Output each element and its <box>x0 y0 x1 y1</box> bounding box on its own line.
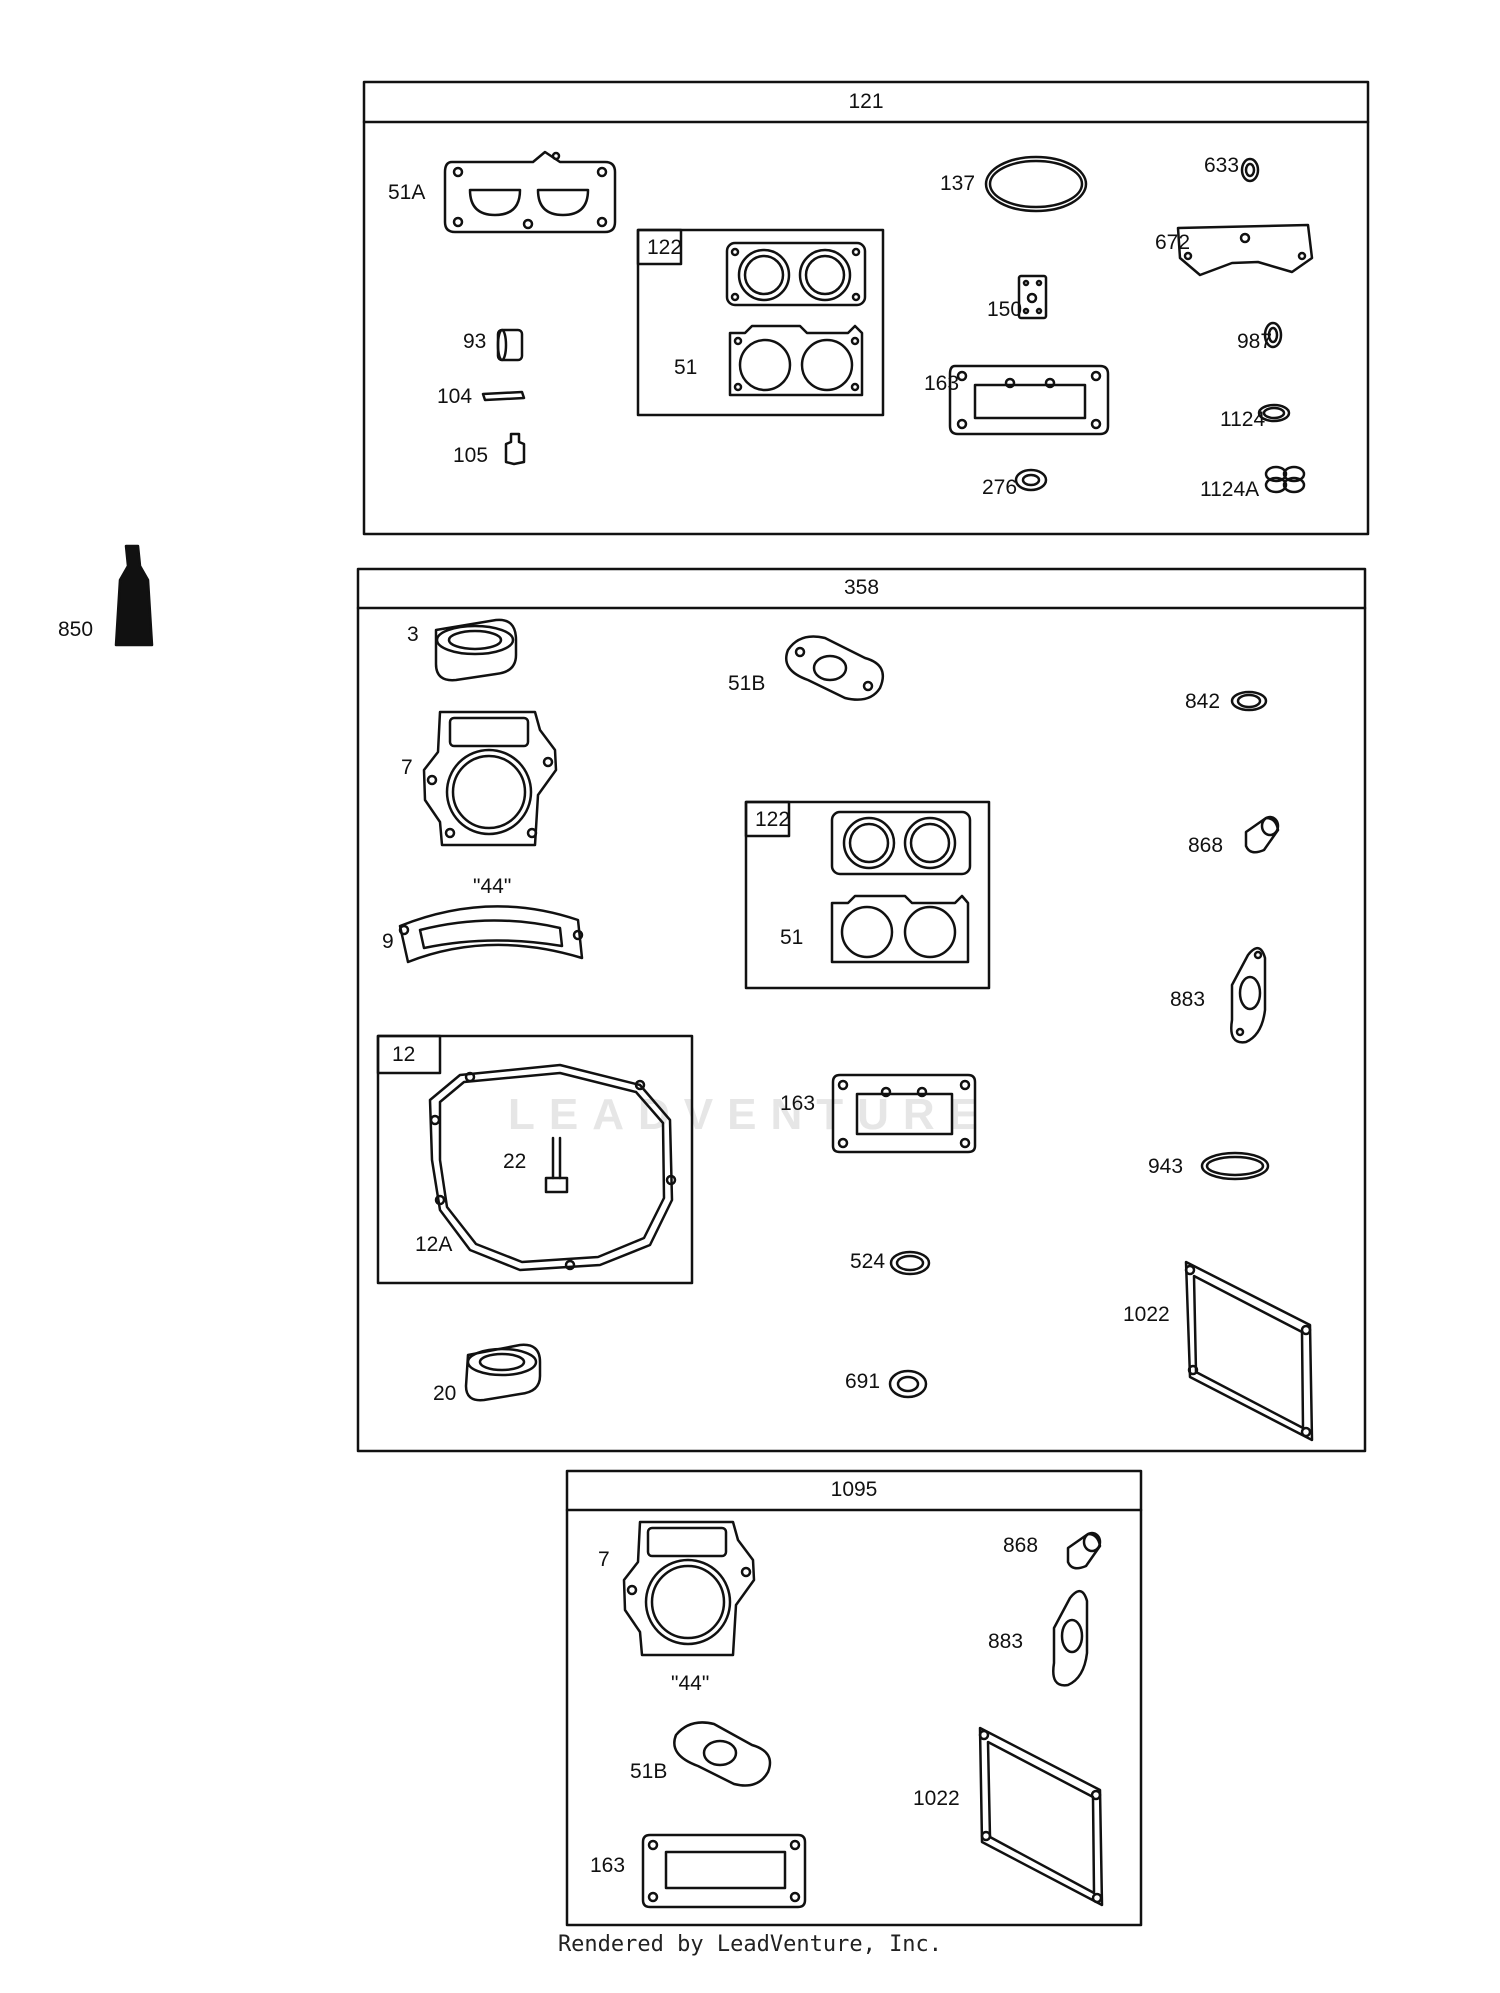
oring-524-drawing <box>889 1250 931 1276</box>
washer-987-drawing <box>1263 321 1283 349</box>
label-987: 987 <box>1237 330 1273 353</box>
subkit-box-12 <box>376 1034 694 1285</box>
gasket-150-drawing <box>1017 274 1048 320</box>
label-524: 524 <box>850 1250 886 1273</box>
label-51-upper: 51 <box>674 356 698 379</box>
label-51A: 51A <box>388 181 426 204</box>
label-868-upper: 868 <box>1188 834 1224 857</box>
subkit-122-mid-title: 122 <box>755 808 791 831</box>
kit-358-title: 358 <box>843 576 880 599</box>
label-868-lower: 868 <box>1003 1534 1039 1557</box>
oring-1124-drawing <box>1257 403 1291 423</box>
fitting-105-drawing <box>504 432 526 466</box>
label-842: 842 <box>1185 690 1221 713</box>
gasket-51B-upper-drawing <box>785 635 885 701</box>
gasket-122-mid-drawing <box>830 810 972 876</box>
label-1124: 1124 <box>1220 408 1266 431</box>
sealant-tube-850-drawing <box>114 544 154 647</box>
label-93: 93 <box>463 330 487 353</box>
label-51-mid: 51 <box>780 926 804 949</box>
gasket-1022-lower-drawing <box>978 1726 1104 1907</box>
label-276: 276 <box>982 476 1018 499</box>
label-12A: 12A <box>415 1233 453 1256</box>
label-1022-upper: 1022 <box>1123 1303 1170 1326</box>
gasket-163-lower-drawing <box>641 1833 807 1909</box>
washer-691-drawing <box>888 1369 928 1399</box>
gasket-1022-upper-drawing <box>1184 1260 1314 1442</box>
kit-box-358 <box>356 567 1367 1453</box>
washer-276-drawing <box>1014 468 1048 492</box>
label-9: 9 <box>382 930 394 953</box>
gasket-51A-drawing <box>443 150 617 234</box>
gasket-9-drawing <box>398 905 584 964</box>
gasket-883-lower-drawing <box>1052 1590 1089 1687</box>
label-691: 691 <box>845 1370 881 1393</box>
label-104: 104 <box>437 385 473 408</box>
subkit-12-title: 12 <box>392 1043 416 1066</box>
gasket-672-drawing <box>1176 223 1314 277</box>
marking-44-upper: "44" <box>473 875 512 898</box>
label-105: 105 <box>453 444 489 467</box>
label-163-lower: 163 <box>590 1854 626 1877</box>
washer-633-drawing <box>1240 157 1260 183</box>
subkit-box-122-mid <box>744 800 991 990</box>
seal-868-lower-drawing <box>1066 1531 1102 1570</box>
gasket-51B-lower-drawing <box>673 1721 772 1787</box>
label-1022-lower: 1022 <box>913 1787 960 1810</box>
label-7-upper: 7 <box>401 756 413 779</box>
kit-121-title: 121 <box>848 90 884 113</box>
spacer-93-drawing <box>496 328 524 362</box>
gasket-51-mid-drawing <box>830 894 970 964</box>
gasket-12A-drawing <box>428 1063 677 1272</box>
subkit-122-top-title: 122 <box>647 236 683 259</box>
label-850: 850 <box>58 618 94 641</box>
seal-868-upper-drawing <box>1244 815 1280 854</box>
gasket-163-mid-drawing <box>831 1073 977 1154</box>
footer-credit: Rendered by LeadVenture, Inc. <box>557 1932 943 1957</box>
label-51B-upper: 51B <box>728 672 766 695</box>
label-163-upper: 163 <box>924 372 960 395</box>
label-150: 150 <box>987 298 1023 321</box>
subkit-box-122-top <box>636 228 885 417</box>
oring-842-drawing <box>1230 690 1268 712</box>
label-20: 20 <box>433 1382 457 1405</box>
head-gasket-7-lower-drawing <box>622 1520 756 1657</box>
seal-1124A-drawing <box>1264 465 1306 494</box>
label-943: 943 <box>1148 1155 1184 1178</box>
head-gasket-7-upper-drawing <box>422 710 558 847</box>
label-672: 672 <box>1155 231 1191 254</box>
label-137: 137 <box>940 172 976 195</box>
label-883-upper: 883 <box>1170 988 1206 1011</box>
label-22: 22 <box>503 1150 527 1173</box>
bolt-22-drawing <box>544 1136 569 1194</box>
label-3: 3 <box>407 623 419 646</box>
label-51B-lower: 51B <box>630 1760 668 1783</box>
kit-box-1095 <box>565 1469 1143 1927</box>
marking-44-lower: "44" <box>671 1672 710 1695</box>
seal-3-drawing <box>434 618 518 682</box>
kit-box-121 <box>362 80 1370 536</box>
oring-137-drawing <box>984 155 1088 213</box>
gasket-883-upper-drawing <box>1230 947 1267 1044</box>
seal-20-drawing <box>464 1343 542 1402</box>
oring-943-drawing <box>1200 1151 1270 1181</box>
label-7-lower: 7 <box>598 1548 610 1571</box>
gasket-163-upper-drawing <box>948 364 1110 436</box>
label-1124A: 1124A <box>1200 478 1260 501</box>
kit-1095-title: 1095 <box>830 1478 878 1501</box>
pin-104-drawing <box>481 390 526 402</box>
watermark-text: LEADVENTURE <box>507 1090 993 1139</box>
label-633: 633 <box>1204 154 1240 177</box>
gasket-122-upper-drawing <box>725 241 867 307</box>
gasket-51-upper-drawing <box>728 324 864 397</box>
label-883-lower: 883 <box>988 1630 1024 1653</box>
label-163-mid: 163 <box>780 1092 816 1115</box>
